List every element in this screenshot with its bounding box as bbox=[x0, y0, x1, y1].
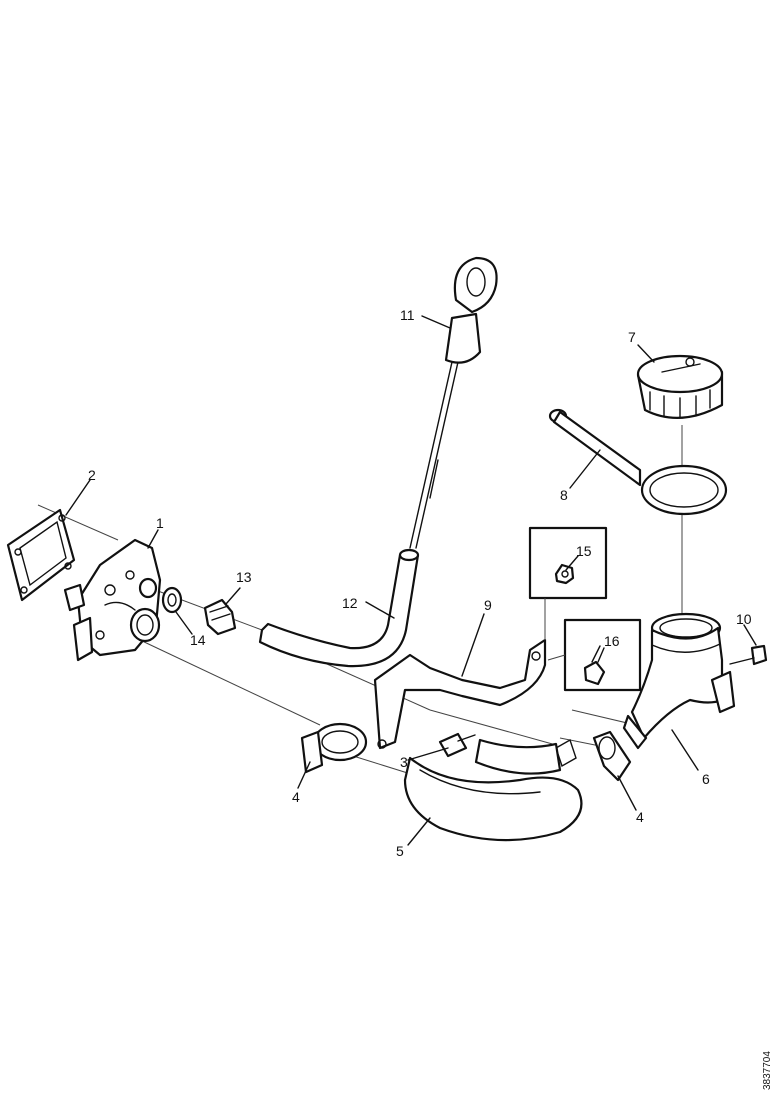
detail-box-screw bbox=[547, 618, 642, 692]
callout-labels: 1 2 3 4 4 5 6 7 8 9 10 11 12 13 14 15 16 bbox=[88, 307, 752, 859]
callout-5: 5 bbox=[396, 843, 404, 859]
dipstick-tube bbox=[258, 548, 420, 668]
callout-10: 10 bbox=[736, 611, 752, 627]
reference-code: 3837704 bbox=[762, 1051, 773, 1090]
callout-13: 13 bbox=[236, 569, 252, 585]
bracket bbox=[373, 638, 547, 750]
callout-3: 3 bbox=[400, 754, 408, 770]
gasket bbox=[6, 508, 76, 602]
housing bbox=[63, 538, 162, 662]
callout-16: 16 bbox=[604, 633, 620, 649]
callout-14: 14 bbox=[190, 632, 206, 648]
bolt bbox=[438, 732, 476, 758]
callout-4-left: 4 bbox=[292, 789, 300, 805]
callout-6: 6 bbox=[702, 771, 710, 787]
retaining-strap bbox=[548, 408, 728, 516]
hose bbox=[403, 738, 583, 842]
callout-7: 7 bbox=[628, 329, 636, 345]
detail-box-nut bbox=[528, 526, 608, 640]
hose-clamp-left bbox=[300, 722, 368, 774]
callout-15: 15 bbox=[576, 543, 592, 559]
callout-8: 8 bbox=[560, 487, 568, 503]
callout-11: 11 bbox=[400, 307, 415, 323]
filler-cap bbox=[636, 354, 724, 419]
callout-4-right: 4 bbox=[636, 809, 644, 825]
washer bbox=[161, 586, 183, 614]
leader-lines bbox=[65, 315, 757, 846]
callout-2: 2 bbox=[88, 467, 96, 483]
mounting-screw bbox=[729, 644, 768, 666]
callout-1: 1 bbox=[156, 515, 164, 531]
fitting bbox=[203, 598, 237, 636]
callout-9: 9 bbox=[484, 597, 492, 613]
filler-neck bbox=[622, 612, 736, 750]
callout-12: 12 bbox=[342, 595, 358, 611]
hose-clamp-right bbox=[592, 730, 632, 782]
dipstick bbox=[409, 256, 498, 549]
